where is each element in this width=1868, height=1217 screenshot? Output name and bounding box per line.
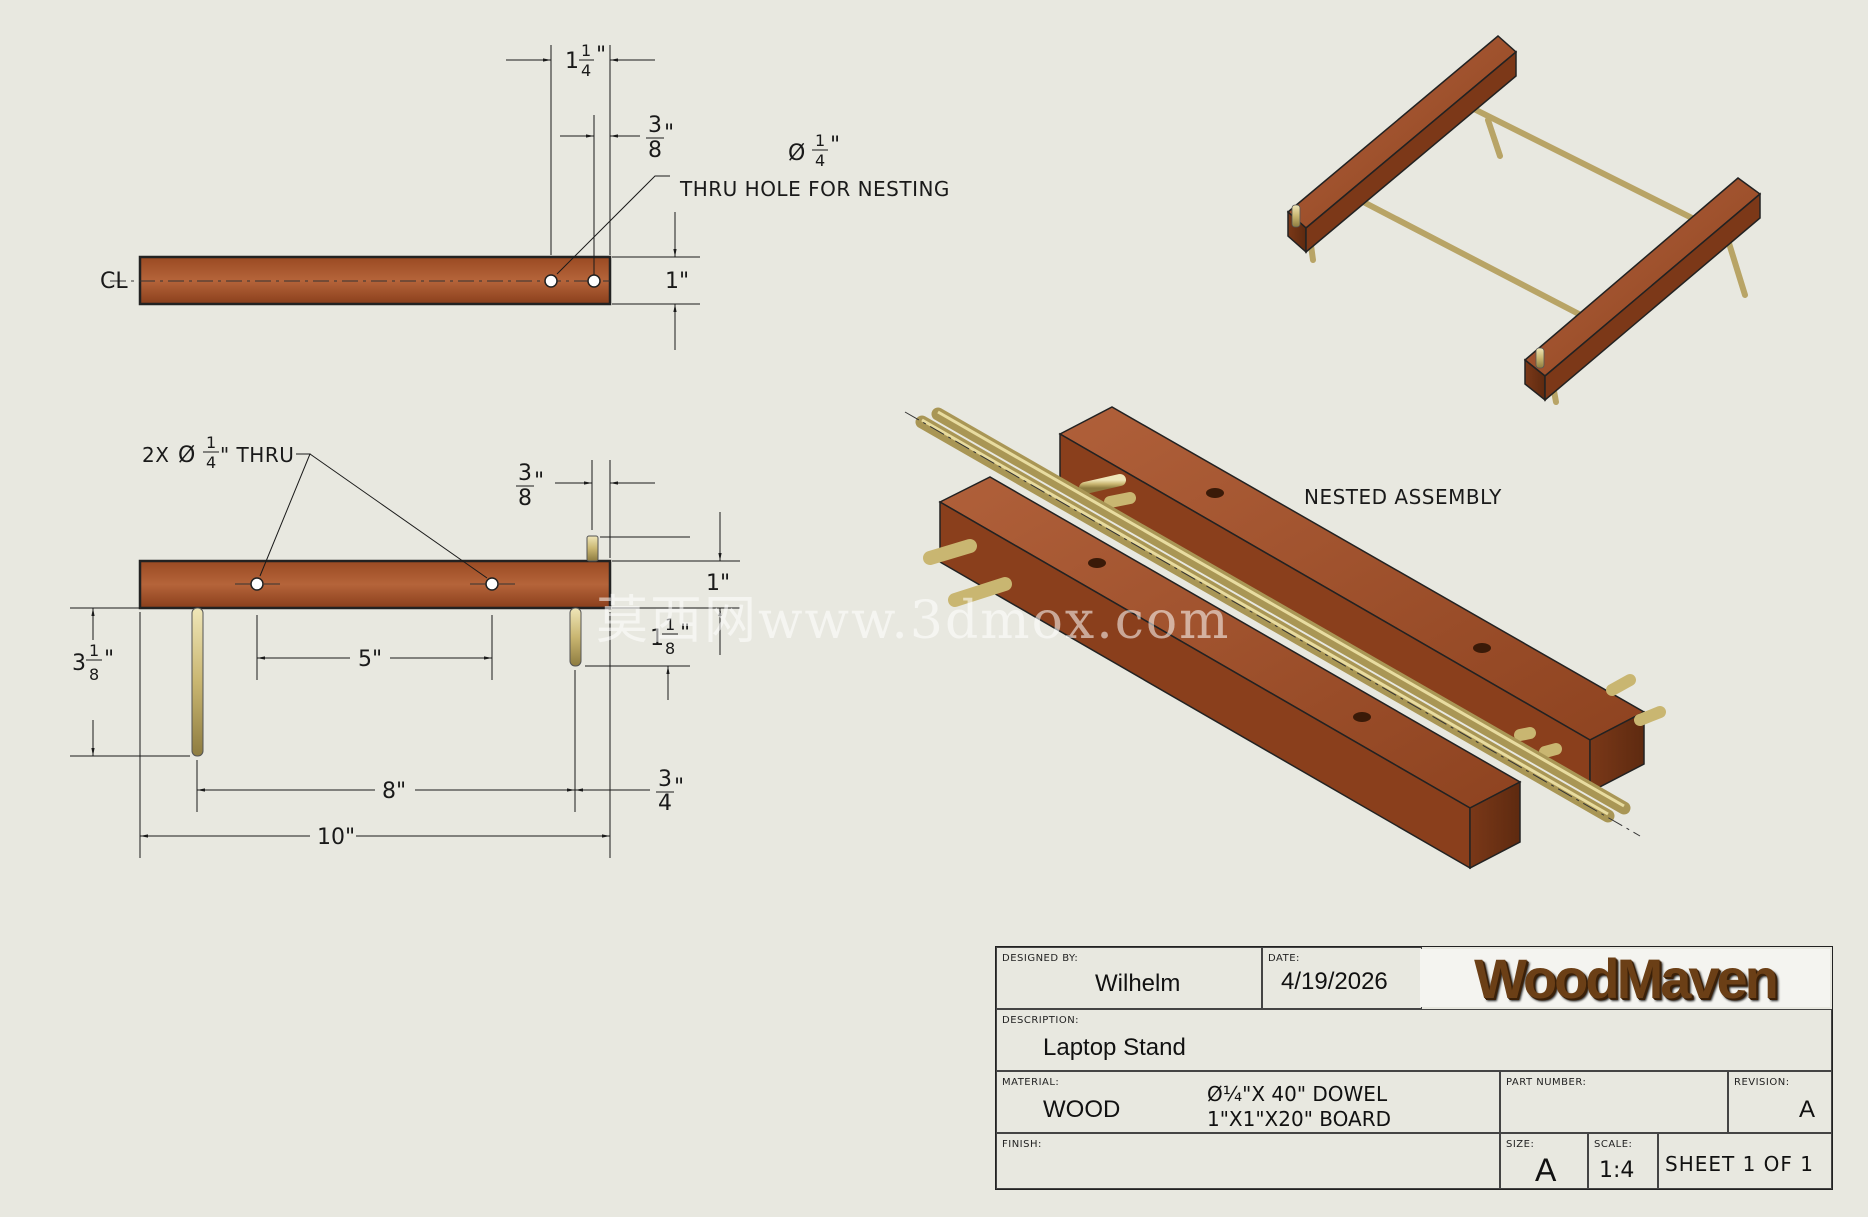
description-label: DESCRIPTION: bbox=[1002, 1015, 1080, 1026]
front-dim-leg-span: 8" bbox=[382, 779, 406, 804]
front-dim-br-unit: " bbox=[674, 775, 684, 800]
revision-cell: REVISION: A bbox=[1728, 1071, 1832, 1133]
front-dim-left-whole: 3 bbox=[72, 651, 86, 676]
material-cell: MATERIAL: WOOD Ø¼"X 40" DOWEL 1"X1"X20" … bbox=[996, 1071, 1500, 1133]
description-cell: DESCRIPTION: Laptop Stand bbox=[996, 1009, 1832, 1071]
nested-dowel-2 bbox=[931, 407, 1631, 815]
dim-top-den: 4 bbox=[581, 61, 591, 80]
material-label: MATERIAL: bbox=[1002, 1077, 1060, 1088]
date-label: DATE: bbox=[1268, 953, 1300, 964]
front-dim-top-num: 3 bbox=[518, 461, 532, 486]
date-value: 4/19/2026 bbox=[1281, 968, 1388, 995]
dim-height: 1" bbox=[665, 269, 689, 294]
front-hole-2 bbox=[485, 577, 499, 591]
revision-value: A bbox=[1799, 1096, 1816, 1123]
top-view: CL 1 1 4 " 3 8 " Ø 1 4 " THRU HOLE FOR N… bbox=[100, 41, 950, 350]
scale-value: 1:4 bbox=[1599, 1158, 1635, 1183]
dim-mid-num: 3 bbox=[648, 113, 662, 138]
designed-by-value: Wilhelm bbox=[1095, 970, 1181, 997]
front-dim-br-den: 4 bbox=[658, 791, 672, 816]
holes-prefix: 2X bbox=[142, 443, 169, 467]
hole-unit: " bbox=[830, 133, 840, 158]
hole-dia-symbol: Ø bbox=[788, 141, 805, 166]
nesting-hole bbox=[544, 274, 558, 288]
front-dim-spacing: 5" bbox=[358, 647, 382, 672]
front-dim-right-num: 1 bbox=[665, 615, 675, 634]
nested-assembly-view: NESTED ASSEMBLY bbox=[904, 406, 1666, 870]
hole-note: THRU HOLE FOR NESTING bbox=[679, 177, 950, 201]
left-leg-dowel bbox=[191, 607, 204, 757]
revision-label: REVISION: bbox=[1734, 1077, 1790, 1088]
iso-right-board bbox=[1523, 177, 1762, 377]
right-top-dowel bbox=[586, 535, 599, 562]
dim-top-whole: 1 bbox=[565, 49, 579, 74]
sheet-cell: SHEET 1 OF 1 bbox=[1658, 1133, 1832, 1189]
right-leg-dowel bbox=[569, 607, 582, 667]
front-dim-left-den: 8 bbox=[89, 665, 99, 684]
scale-label: SCALE: bbox=[1594, 1139, 1633, 1150]
front-hole-suffix: " THRU bbox=[220, 443, 294, 467]
nested-assembly-label: NESTED ASSEMBLY bbox=[1304, 485, 1502, 509]
dim-top-num: 1 bbox=[581, 41, 591, 60]
watermark: 莫西网www.3dmox.com bbox=[596, 591, 1231, 651]
front-dim-top-den: 8 bbox=[518, 486, 532, 511]
material-line-1: Ø¼"X 40" DOWEL bbox=[1207, 1082, 1388, 1106]
front-hole-den: 4 bbox=[206, 453, 216, 472]
front-hole-dia-symbol: Ø bbox=[178, 443, 195, 468]
front-dim-total: 10" bbox=[317, 825, 355, 850]
part-number-label: PART NUMBER: bbox=[1506, 1077, 1587, 1088]
front-hole-1 bbox=[250, 577, 264, 591]
front-dim-right-height: 1" bbox=[706, 571, 730, 596]
material-value: WOOD bbox=[1043, 1096, 1121, 1123]
finish-cell: FINISH: bbox=[996, 1133, 1500, 1189]
description-value: Laptop Stand bbox=[1043, 1034, 1186, 1061]
front-hole-num: 1 bbox=[206, 433, 216, 452]
leg-hole bbox=[587, 274, 601, 288]
designed-by-label: DESIGNED BY: bbox=[1002, 953, 1079, 964]
part-number-cell: PART NUMBER: bbox=[1500, 1071, 1728, 1133]
front-dim-top-unit: " bbox=[534, 469, 544, 494]
size-value: A bbox=[1535, 1152, 1557, 1188]
finish-label: FINISH: bbox=[1002, 1139, 1042, 1150]
front-dim-right-whole: 1 bbox=[650, 626, 664, 651]
front-dim-right-den: 8 bbox=[665, 639, 675, 658]
centerline-symbol: CL bbox=[100, 269, 128, 294]
front-dim-right-unit: " bbox=[680, 621, 690, 646]
front-view: 2X Ø 1 4 " THRU 3 8 " 1" 1 1 8 " bbox=[70, 433, 740, 858]
iso-rod-back bbox=[1457, 99, 1723, 235]
dim-mid-unit: " bbox=[664, 121, 674, 146]
designed-by-cell: DESIGNED BY: Wilhelm bbox=[996, 947, 1262, 1009]
front-dim-left-num: 1 bbox=[89, 641, 99, 660]
size-label: SIZE: bbox=[1506, 1139, 1535, 1150]
hole-den: 4 bbox=[815, 151, 825, 170]
front-dim-left-unit: " bbox=[104, 647, 114, 672]
dim-mid-den: 8 bbox=[648, 138, 662, 163]
material-line-2: 1"X1"X20" BOARD bbox=[1207, 1107, 1391, 1131]
front-dim-br-num: 3 bbox=[658, 767, 672, 792]
title-block: DESIGNED BY: Wilhelm DATE: 4/19/2026 Woo… bbox=[995, 946, 1833, 1190]
dim-top-unit: " bbox=[596, 43, 606, 68]
iso-rod-front bbox=[1347, 192, 1603, 328]
scale-cell: SCALE: 1:4 bbox=[1588, 1133, 1658, 1189]
sheet-value: SHEET 1 OF 1 bbox=[1665, 1152, 1814, 1176]
assembled-isometric-view bbox=[1286, 35, 1762, 405]
woodmaven-logo: WoodMaven bbox=[1420, 947, 1830, 1010]
iso-left-board bbox=[1286, 35, 1518, 229]
size-cell: SIZE: A bbox=[1500, 1133, 1588, 1189]
date-cell: DATE: 4/19/2026 bbox=[1262, 947, 1422, 1009]
front-view-board bbox=[138, 559, 612, 610]
hole-num: 1 bbox=[815, 131, 825, 150]
